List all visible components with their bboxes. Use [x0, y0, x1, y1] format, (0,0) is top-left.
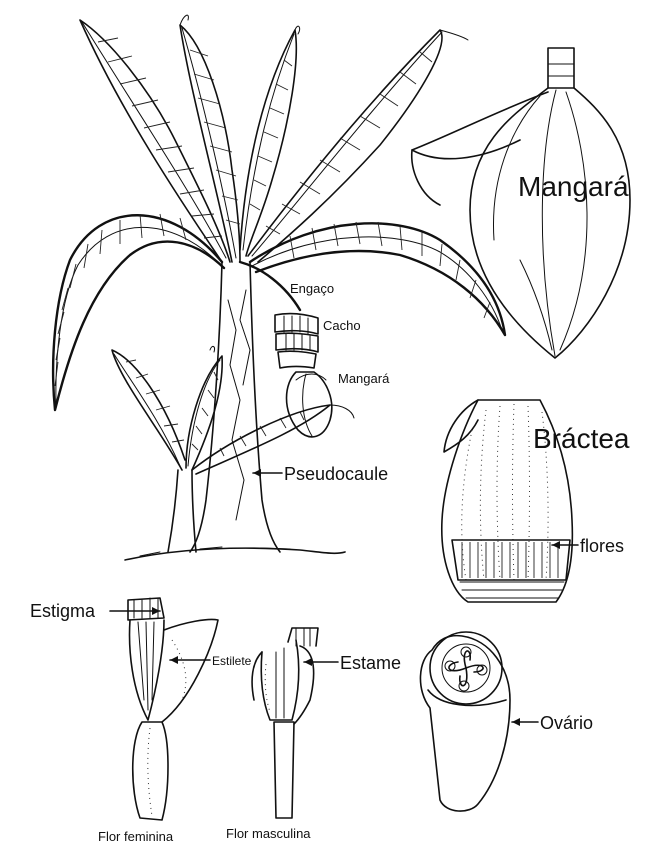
- label-estame: Estame: [340, 653, 401, 673]
- pseudostem: [190, 262, 280, 552]
- banana-bunch: [275, 314, 318, 368]
- label-estilete: Estilete: [212, 654, 252, 668]
- ovary-detail: [420, 632, 510, 811]
- label-pseudocaule: Pseudocaule: [284, 464, 388, 484]
- leaf-left-drooping: [53, 214, 224, 410]
- leaf-top-center: [180, 15, 240, 262]
- banana-plant-illustration: [53, 15, 505, 560]
- label-mangara-small: Mangará: [338, 371, 390, 386]
- labels: Mangará Engaço Cacho Mangará Bráctea Pse…: [30, 171, 630, 844]
- label-cacho: Cacho: [323, 318, 361, 333]
- label-flores: flores: [580, 536, 624, 556]
- label-estigma: Estigma: [30, 601, 96, 621]
- label-ovario: Ovário: [540, 713, 593, 733]
- label-bractea: Bráctea: [533, 423, 630, 454]
- mangara-detail: [412, 48, 630, 358]
- label-engaco: Engaço: [290, 281, 334, 296]
- sucker-leaves: [112, 346, 330, 474]
- label-mangara-large: Mangará: [518, 171, 629, 202]
- female-flower: [128, 598, 218, 820]
- male-flower: [252, 628, 318, 818]
- leaf-top-right-small: [240, 26, 300, 256]
- leaf-right-drooping: [250, 222, 505, 335]
- label-flor-feminina: Flor feminina: [98, 829, 174, 844]
- label-flor-masculina: Flor masculina: [226, 826, 311, 841]
